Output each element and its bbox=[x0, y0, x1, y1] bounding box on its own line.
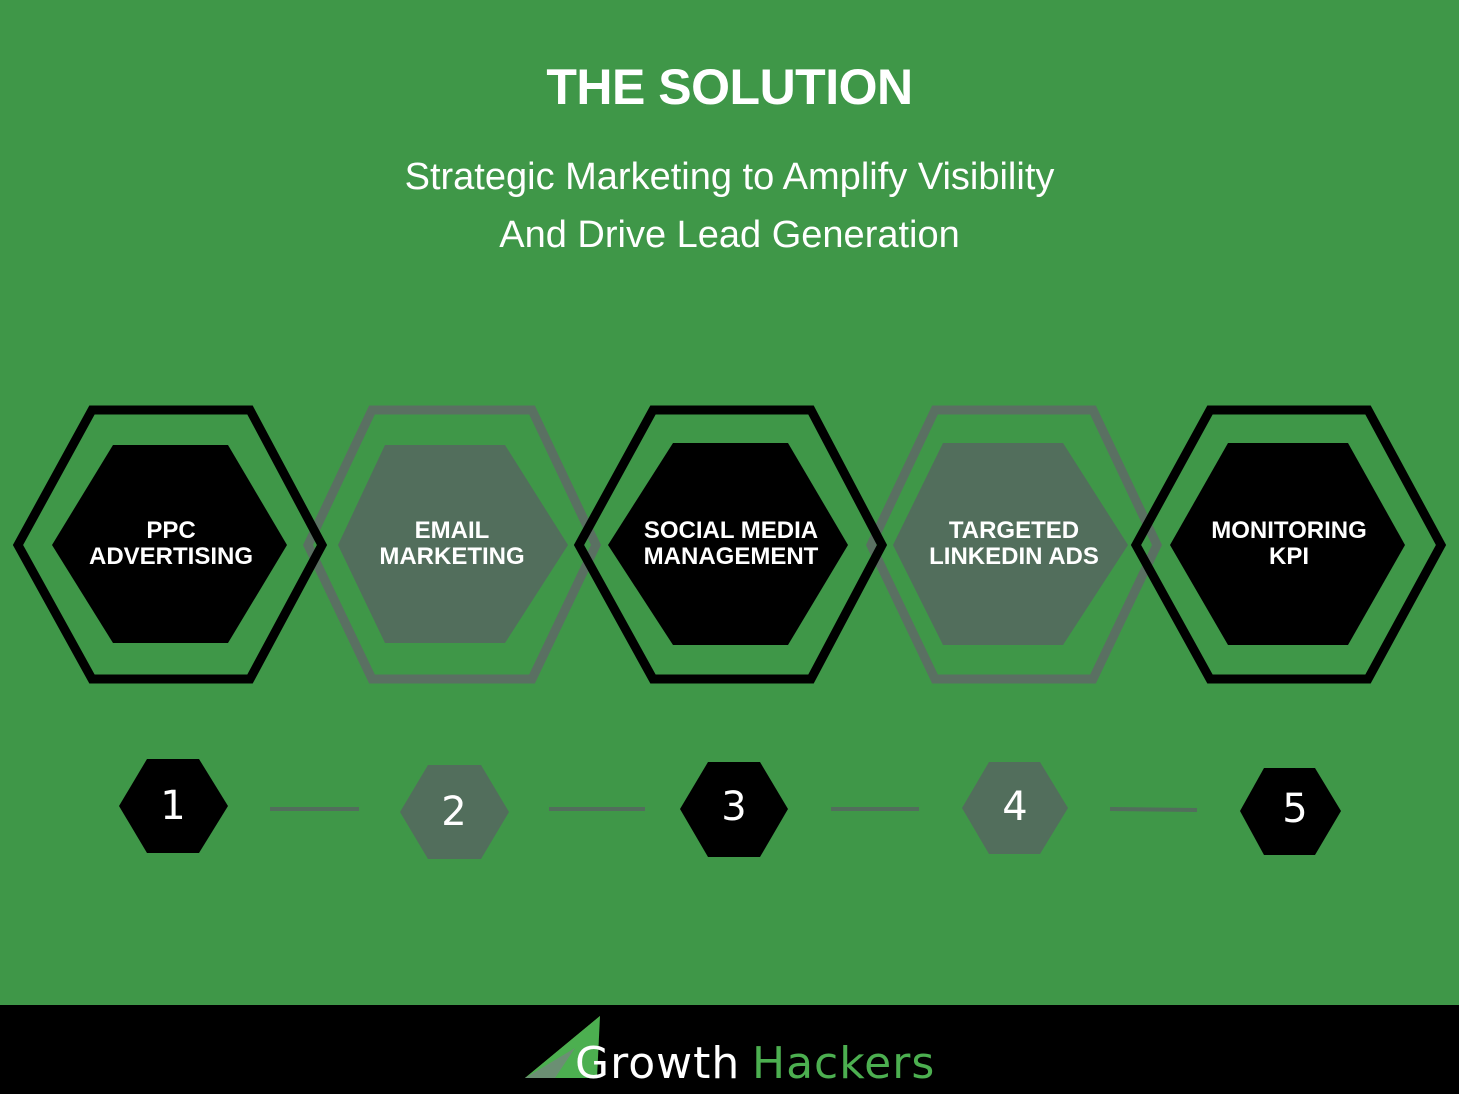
step-label-1: PPC ADVERTISING bbox=[41, 518, 301, 570]
subtitle-line-1: Strategic Marketing to Amplify Visibilit… bbox=[404, 156, 1055, 198]
num-hex-3 bbox=[680, 762, 788, 857]
hex-fill-3 bbox=[608, 443, 848, 645]
num-hex-5 bbox=[1240, 768, 1341, 855]
hex-fill-4 bbox=[893, 443, 1128, 645]
step-label-1-line-2: ADVERTISING bbox=[88, 543, 253, 570]
step-label-4-line-2: LINKEDIN ADS bbox=[929, 543, 1099, 570]
step-label-5-line-1: MONITORING bbox=[1211, 517, 1367, 544]
hex-outline-4 bbox=[866, 405, 1162, 684]
logo-text-hackers: Hackers bbox=[752, 1038, 936, 1089]
logo-text-growth: Growth bbox=[575, 1038, 741, 1089]
num-hex-4 bbox=[962, 762, 1068, 854]
subtitle-line-2: And Drive Lead Generation bbox=[499, 214, 960, 256]
step-label-2-line-2: MARKETING bbox=[379, 543, 525, 570]
step-number-3: 3 bbox=[721, 784, 747, 830]
step-label-2: EMAIL MARKETING bbox=[322, 518, 582, 570]
hex-outline-2 bbox=[303, 405, 601, 684]
hex-outline-1 bbox=[12, 405, 328, 684]
hex-fill-1 bbox=[52, 445, 287, 643]
num-hex-1 bbox=[119, 759, 228, 853]
step-label-3-line-2: MANAGEMENT bbox=[643, 543, 819, 570]
step-number-1: 1 bbox=[160, 783, 186, 829]
growth-hackers-logo-icon bbox=[525, 1016, 600, 1078]
hex-outline-5 bbox=[1130, 405, 1447, 684]
step-number-5: 5 bbox=[1282, 786, 1308, 832]
step-label-4: TARGETED LINKEDIN ADS bbox=[884, 518, 1144, 570]
step-label-5-line-2: KPI bbox=[1268, 543, 1309, 570]
step-label-4-line-1: TARGETED bbox=[948, 517, 1080, 544]
step-label-1-line-1: PPC bbox=[146, 517, 196, 544]
hex-fill-5 bbox=[1170, 443, 1405, 645]
num-hex-2 bbox=[400, 765, 509, 859]
connector-4-5 bbox=[1109, 807, 1198, 812]
hex-outline-3 bbox=[573, 405, 888, 684]
footer-bar bbox=[0, 1005, 1459, 1094]
step-label-5: MONITORING KPI bbox=[1159, 518, 1419, 570]
step-number-4: 4 bbox=[1002, 784, 1028, 830]
step-label-2-line-1: EMAIL bbox=[414, 517, 490, 544]
hex-fill-2b bbox=[338, 445, 568, 643]
page-subtitle: Strategic Marketing to Amplify Visibilit… bbox=[0, 148, 1459, 264]
step-label-3: SOCIAL MEDIA MANAGEMENT bbox=[601, 518, 861, 570]
step-label-3-line-1: SOCIAL MEDIA bbox=[643, 517, 819, 544]
page-title: THE SOLUTION bbox=[546, 59, 913, 115]
step-number-2: 2 bbox=[441, 789, 467, 835]
hexagon-diagram bbox=[12, 405, 1447, 859]
